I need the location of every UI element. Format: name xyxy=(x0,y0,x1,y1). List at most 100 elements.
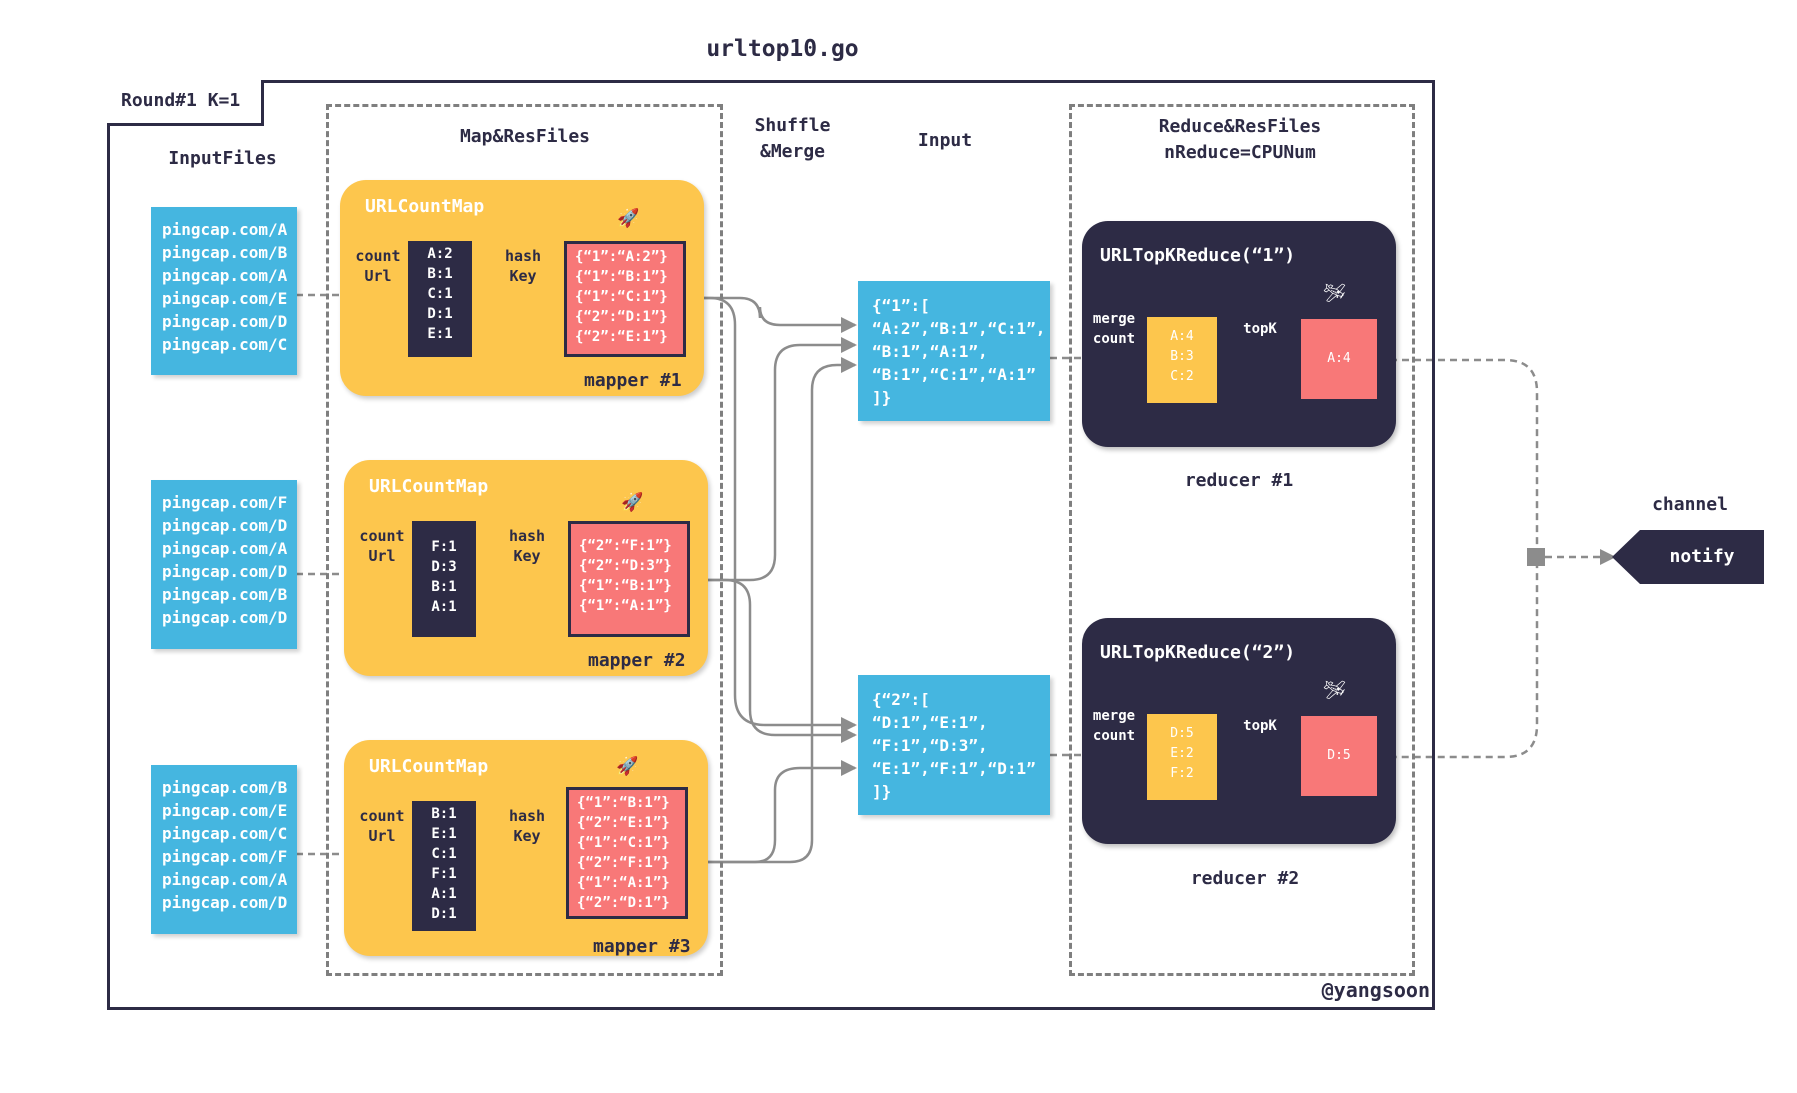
map-res-files-group xyxy=(326,104,723,976)
topk-label: topK xyxy=(1243,718,1277,734)
key-entry: {“1”:“A:2”} xyxy=(575,249,668,265)
url-line: pingcap.com/C xyxy=(162,335,288,354)
label-line: Key xyxy=(513,827,541,845)
merged-counts-box: A:4 B:3 C:2 xyxy=(1147,317,1217,403)
merged-entry: B:3 xyxy=(1170,349,1194,364)
round-label: Round#1 K=1 xyxy=(107,80,264,126)
plane-icon: 🛩 xyxy=(1323,680,1346,701)
count-entry: F:1 xyxy=(431,539,457,555)
label-line: Key xyxy=(513,547,541,565)
shuffle-m1-r1-a xyxy=(685,296,857,333)
input-file-2: pingcap.com/F pingcap.com/D pingcap.com/… xyxy=(151,480,297,649)
key-entry: {“1”:“A:1”} xyxy=(579,598,672,614)
key-entry: {“2”:“D:3”} xyxy=(579,558,672,574)
label-line: Url xyxy=(368,827,396,845)
reducer-2: URLTopKReduce(“2”) 🛩 merge count D:5 E:2… xyxy=(1082,618,1396,844)
header-input: Input xyxy=(917,130,973,151)
input-line: “B:1”,“A:1”, xyxy=(872,342,988,361)
key-entry: {“1”:“B:1”} xyxy=(577,795,670,811)
url-line: pingcap.com/C xyxy=(162,824,288,843)
reducer-1: URLTopKReduce(“1”) 🛩 merge count A:4 B:3… xyxy=(1082,221,1396,447)
topk-result-box: D:5 xyxy=(1301,716,1377,796)
mapper-title: URLCountMap xyxy=(369,476,489,497)
notify-label: notify xyxy=(1669,546,1735,567)
shuffle-m2-r1 xyxy=(685,337,857,582)
header-map-res-files: Map&ResFiles xyxy=(459,126,591,147)
count-entry: B:1 xyxy=(431,579,457,595)
reducer-name-1: reducer #1 xyxy=(1184,470,1294,491)
mapper-title: URLCountMap xyxy=(369,756,489,777)
plane-icon: 🛩 xyxy=(1323,283,1346,304)
header-channel: channel xyxy=(1652,494,1728,515)
signature: @yangsoon xyxy=(1321,978,1430,1002)
merged-entry: F:2 xyxy=(1170,766,1194,781)
url-line: pingcap.com/B xyxy=(162,778,288,797)
merged-entry: C:2 xyxy=(1170,369,1194,384)
mapper-2: URLCountMap 🚀 count Url F:1 D:3 B:1 A:1 … xyxy=(344,460,708,676)
input-line: “A:2”,“B:1”,“C:1”, xyxy=(872,319,1046,338)
key-entry: {“2”:“E:1”} xyxy=(575,329,668,345)
mapper-name: mapper #2 xyxy=(588,650,686,671)
notify-shape xyxy=(1612,530,1764,584)
reduce-input-2: {“2”:[ “D:1”,“E:1”, “F:1”,“D:3”, “E:1”,“… xyxy=(858,675,1050,815)
header-reduce-line1: Reduce&ResFiles xyxy=(1158,116,1322,137)
label-line: merge xyxy=(1092,311,1136,327)
shuffle-m3-r2 xyxy=(685,760,857,864)
header-reduce-line2: nReduce=CPUNum xyxy=(1164,142,1316,163)
mapper-title: URLCountMap xyxy=(365,196,485,217)
count-url-label: count Url xyxy=(356,526,408,566)
reducer-name-2: reducer #2 xyxy=(1190,868,1300,889)
label-line: count xyxy=(1092,728,1136,744)
key-entry: {“1”:“B:1”} xyxy=(579,578,672,594)
url-line: pingcap.com/D xyxy=(162,312,288,331)
input-line: {“1”:[ xyxy=(872,296,930,315)
header-reduce-res-files: Reduce&ResFiles nReduce=CPUNum xyxy=(1110,114,1370,166)
count-entry: A:2 xyxy=(427,246,453,262)
round-frame xyxy=(107,80,1435,1010)
url-line: pingcap.com/D xyxy=(162,562,288,581)
hashed-keys-box: {“2”:“F:1”} {“2”:“D:3”} {“1”:“B:1”} {“1”… xyxy=(568,521,690,637)
count-entry: C:1 xyxy=(427,286,453,302)
url-line: pingcap.com/A xyxy=(162,539,288,558)
key-entry: {“1”:“C:1”} xyxy=(577,835,670,851)
label-line: count xyxy=(359,807,405,825)
input-line: ]} xyxy=(872,388,892,407)
url-count-column: A:2 B:1 C:1 D:1 E:1 xyxy=(408,241,472,357)
hashed-keys-box: {“1”:“A:2”} {“1”:“B:1”} {“1”:“C:1”} {“2”… xyxy=(564,241,686,357)
label-line: hash xyxy=(504,247,542,265)
url-line: pingcap.com/D xyxy=(162,516,288,535)
key-entry: {“2”:“F:1”} xyxy=(577,855,670,871)
count-entry: D:1 xyxy=(431,906,457,922)
url-line: pingcap.com/B xyxy=(162,243,288,262)
merged-counts-box: D:5 E:2 F:2 xyxy=(1147,714,1217,800)
mapper-1: URLCountMap 🚀 count Url A:2 B:1 C:1 D:1 … xyxy=(340,180,704,396)
mapper-3: URLCountMap 🚀 count Url B:1 E:1 C:1 F:1 … xyxy=(344,740,708,957)
reduce-res-files-group xyxy=(1069,104,1415,976)
rocket-icon: 🚀 xyxy=(617,208,640,229)
mapper-name: mapper #3 xyxy=(593,936,691,957)
mapper-name: mapper #1 xyxy=(584,370,682,391)
url-line: pingcap.com/F xyxy=(162,493,288,512)
url-count-column: F:1 D:3 B:1 A:1 xyxy=(412,521,476,637)
label-line: Key xyxy=(509,267,537,285)
url-line: pingcap.com/E xyxy=(162,801,288,820)
label-line: merge xyxy=(1092,708,1136,724)
count-entry: C:1 xyxy=(431,846,457,862)
count-entry: A:1 xyxy=(431,886,457,902)
topk-result-box: A:4 xyxy=(1301,319,1377,399)
input-line: “D:1”,“E:1”, xyxy=(872,713,988,732)
input-line: ]} xyxy=(872,782,892,801)
count-entry: D:1 xyxy=(427,306,453,322)
label-line: count xyxy=(1092,331,1136,347)
rocket-icon: 🚀 xyxy=(616,756,639,777)
count-entry: B:1 xyxy=(431,806,457,822)
input-line: “B:1”,“C:1”,“A:1” xyxy=(872,365,1036,384)
header-shuffle: Shuffle &Merge xyxy=(730,113,855,165)
header-input-files: InputFiles xyxy=(168,148,277,169)
count-entry: E:1 xyxy=(431,826,457,842)
reducer-title: URLTopKReduce(“1”) xyxy=(1100,245,1296,266)
url-line: pingcap.com/D xyxy=(162,893,288,912)
header-shuffle-line1: Shuffle xyxy=(754,115,831,136)
count-entry: D:3 xyxy=(431,559,457,575)
reducer-title: URLTopKReduce(“2”) xyxy=(1100,642,1296,663)
